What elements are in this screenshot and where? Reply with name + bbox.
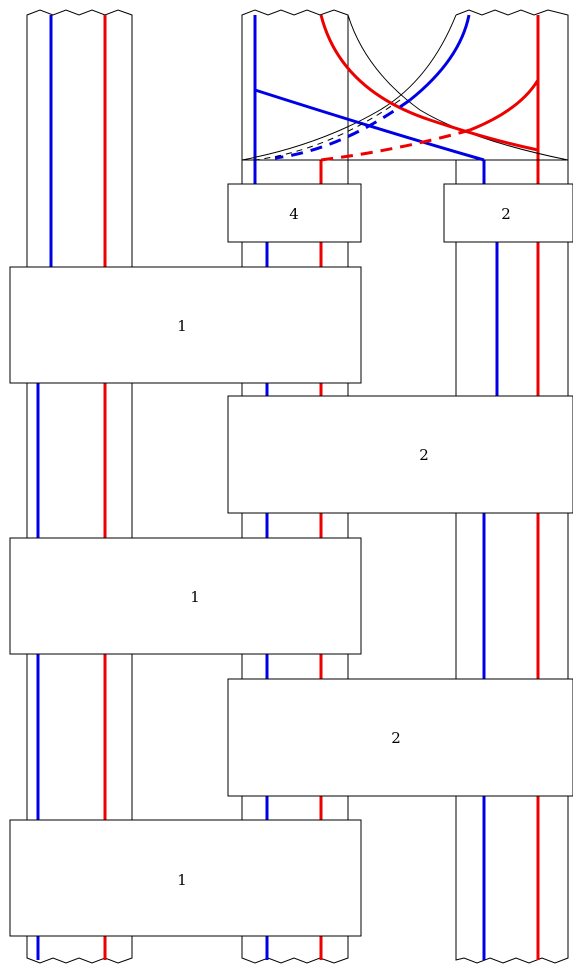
box-label: 2 xyxy=(501,205,511,223)
box-label: 1 xyxy=(177,871,187,889)
strip-left xyxy=(26,9,133,964)
box-label: 2 xyxy=(391,729,401,747)
box-label: 1 xyxy=(177,317,187,335)
box-4: 4 xyxy=(227,183,362,243)
box-2-upper: 2 xyxy=(227,395,573,514)
box-1-lower: 1 xyxy=(9,819,362,937)
box-2-top: 2 xyxy=(443,183,573,243)
box-label: 4 xyxy=(289,205,299,223)
box-2-lower: 2 xyxy=(227,678,573,797)
box-label: 2 xyxy=(419,446,429,464)
box-label: 1 xyxy=(190,588,200,606)
saddle-crossing xyxy=(241,9,569,162)
box-1-middle: 1 xyxy=(9,537,362,655)
box-1-upper: 1 xyxy=(9,266,362,384)
